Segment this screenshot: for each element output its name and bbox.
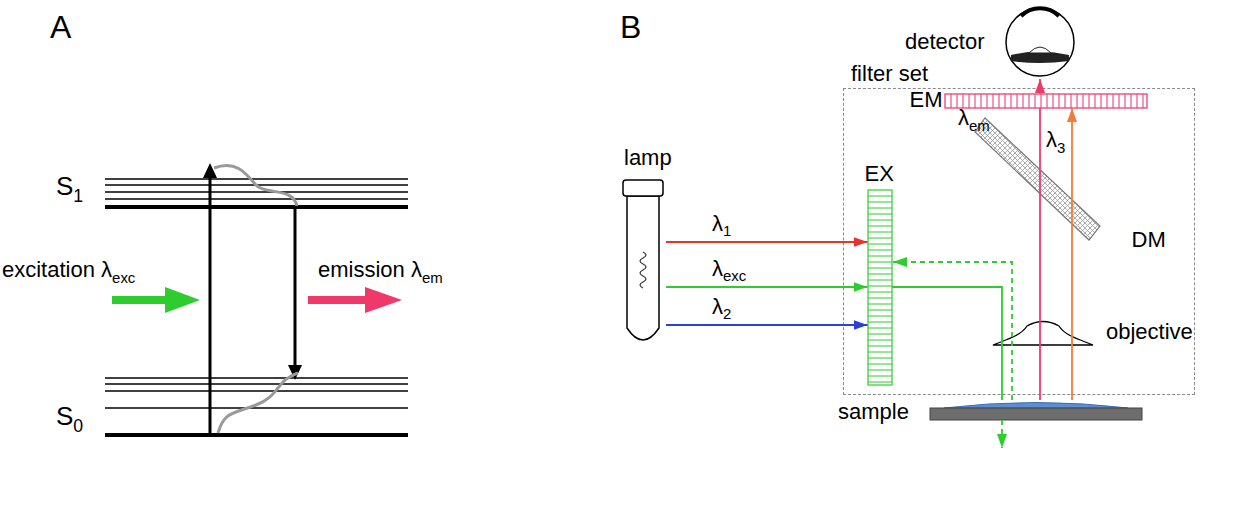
emission-arrow (308, 287, 402, 313)
part-label: EM (910, 88, 943, 112)
part-label: detector (905, 30, 985, 54)
process-label: excitation λexc (2, 258, 135, 282)
part-label: sample (838, 400, 909, 424)
lamp-symbol (620, 180, 666, 350)
excitation-beam (892, 287, 1002, 400)
light-ray (666, 324, 868, 326)
transmitted-beam (1001, 420, 1003, 448)
light-ray (666, 241, 868, 243)
wavelength-label: λem (958, 106, 990, 130)
part-label: filter set (851, 62, 928, 86)
detector-symbol: detector (1005, 5, 1075, 79)
dichroic-mirror: DM (975, 118, 1100, 240)
state-label: S1 (56, 172, 83, 201)
wavelength-label: λ2 (712, 295, 731, 319)
objective-lens (993, 318, 1093, 346)
objective-lens: objective (993, 318, 1093, 346)
reflected-beam (893, 262, 1012, 400)
emission-transition-arrow (288, 207, 302, 380)
vibrational-relaxation (218, 373, 298, 433)
filter-set-box: EMEXDMfilter set (843, 88, 1195, 395)
emission-filter (945, 94, 1147, 108)
state-label: S0 (56, 402, 83, 431)
s1-levels (105, 179, 408, 207)
sample-slide: sample (930, 400, 1142, 420)
process-label: emission λem (318, 258, 443, 282)
part-label: DM (1132, 228, 1166, 252)
dichroic-mirror (975, 118, 1100, 240)
wavelength-label: λ3 (1046, 128, 1065, 152)
blocked-beam (1071, 108, 1073, 400)
light-ray (666, 286, 868, 288)
vibrational-relaxation (214, 165, 297, 206)
emission-beam (1039, 108, 1041, 400)
excitation-arrow (112, 287, 200, 313)
emission-filter: EM (945, 94, 1147, 108)
panel-letter: A (50, 10, 71, 45)
excitation-filter: EX (868, 190, 892, 385)
lamp-symbol: lamp (620, 180, 666, 350)
part-label: objective (1106, 320, 1193, 344)
excitation-filter (868, 190, 892, 385)
part-label: EX (865, 162, 894, 186)
s0-levels (105, 378, 408, 435)
panel-letter: B (620, 10, 641, 45)
light-ray (1039, 79, 1041, 94)
detector-symbol (1005, 5, 1075, 79)
part-label: lamp (624, 146, 672, 170)
sample-slide (930, 400, 1142, 420)
absorption-arrow (203, 163, 217, 435)
wavelength-label: λ1 (712, 212, 731, 236)
wavelength-label: λexc (712, 257, 746, 281)
